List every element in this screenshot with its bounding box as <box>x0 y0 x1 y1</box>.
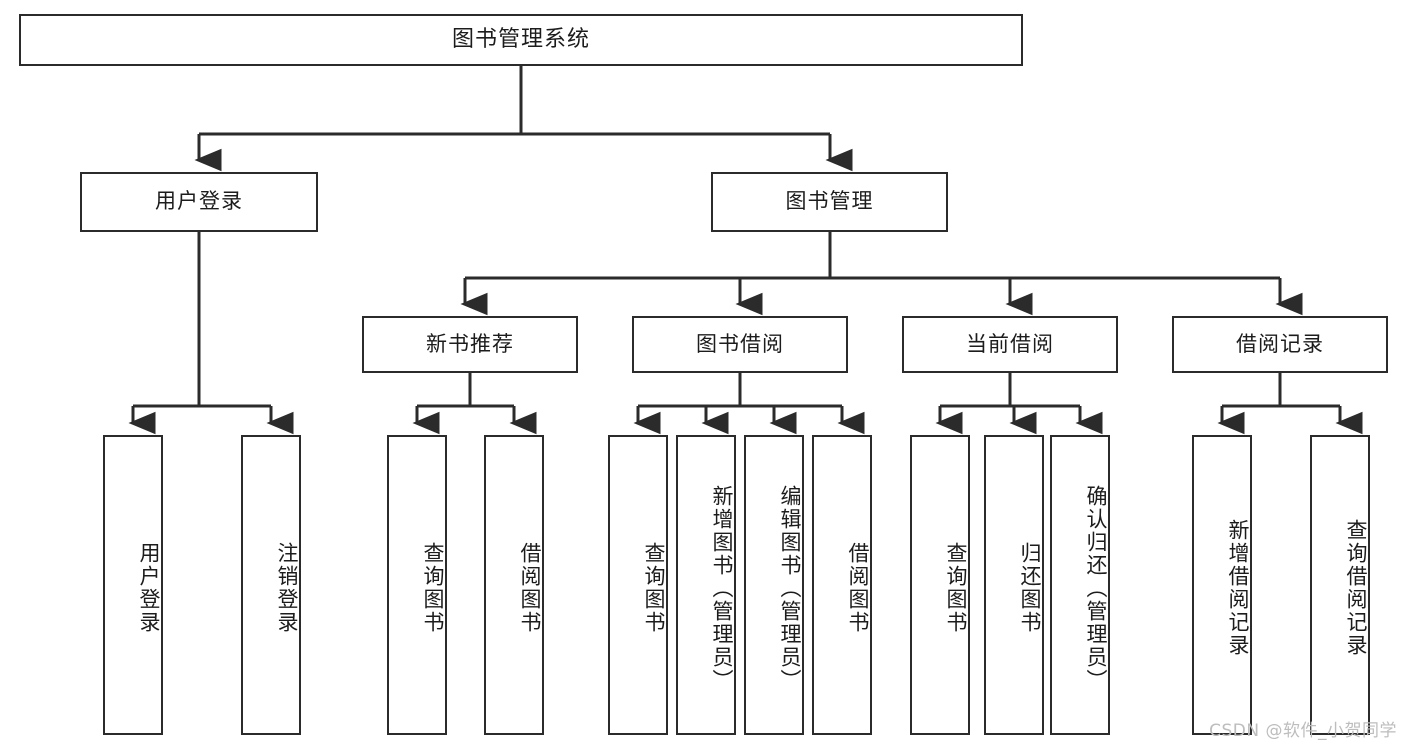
node-new-book-rec-label: 新书推荐 <box>426 331 514 356</box>
node-leaf-borrow-book-2-label: 借阅图书 <box>846 542 870 634</box>
node-leaf-query-book-1-label: 查询图书 <box>421 542 445 634</box>
node-book-borrow-label: 图书借阅 <box>696 331 784 356</box>
connector-group-borrow-record <box>1217 373 1363 435</box>
node-root[interactable]: 图书管理系统 <box>19 14 1023 66</box>
node-leaf-add-book[interactable]: 新增图书（管理员） <box>676 435 736 735</box>
node-leaf-query-record[interactable]: 查询借阅记录 <box>1310 435 1370 735</box>
node-leaf-query-record-label: 查询借阅记录 <box>1344 519 1368 657</box>
node-user-login[interactable]: 用户登录 <box>80 172 318 232</box>
node-leaf-user-logout[interactable]: 注销登录 <box>241 435 301 735</box>
node-leaf-edit-book[interactable]: 编辑图书（管理员） <box>744 435 804 735</box>
connector-group-current-borrow <box>935 373 1103 435</box>
node-new-book-rec[interactable]: 新书推荐 <box>362 316 578 373</box>
connector-group-book-borrow <box>633 373 865 435</box>
node-leaf-query-book-1[interactable]: 查询图书 <box>387 435 447 735</box>
connector-group-root <box>194 66 853 172</box>
node-book-manage[interactable]: 图书管理 <box>711 172 948 232</box>
connector-group-new-book-rec <box>412 373 537 435</box>
node-leaf-borrow-book-1[interactable]: 借阅图书 <box>484 435 544 735</box>
node-leaf-query-book-3[interactable]: 查询图书 <box>910 435 970 735</box>
node-leaf-add-book-label: 新增图书（管理员） <box>710 484 734 692</box>
node-leaf-confirm-return-label: 确认归还（管理员） <box>1084 484 1108 692</box>
node-leaf-query-book-3-label: 查询图书 <box>944 542 968 634</box>
node-leaf-query-book-2-label: 查询图书 <box>642 542 666 634</box>
node-leaf-confirm-return[interactable]: 确认归还（管理员） <box>1050 435 1110 735</box>
node-root-label: 图书管理系统 <box>451 26 590 52</box>
node-borrow-record-label: 借阅记录 <box>1236 331 1324 356</box>
node-leaf-return-book-label: 归还图书 <box>1018 542 1042 634</box>
node-leaf-borrow-book-1-label: 借阅图书 <box>518 542 542 634</box>
node-current-borrow-label: 当前借阅 <box>966 331 1054 356</box>
node-leaf-borrow-book-2[interactable]: 借阅图书 <box>812 435 872 735</box>
node-book-borrow[interactable]: 图书借阅 <box>632 316 848 373</box>
node-leaf-return-book[interactable]: 归还图书 <box>984 435 1044 735</box>
node-leaf-add-record-label: 新增借阅记录 <box>1226 519 1250 657</box>
connector-group-book-manage <box>460 232 1303 316</box>
node-leaf-user-login-label: 用户登录 <box>137 542 161 634</box>
node-current-borrow[interactable]: 当前借阅 <box>902 316 1118 373</box>
node-leaf-add-record[interactable]: 新增借阅记录 <box>1192 435 1252 735</box>
node-user-login-label: 用户登录 <box>155 189 243 214</box>
node-leaf-user-login[interactable]: 用户登录 <box>103 435 163 735</box>
node-leaf-query-book-2[interactable]: 查询图书 <box>608 435 668 735</box>
csdn-watermark: CSDN @软件_小贺同学 <box>1209 721 1397 741</box>
node-borrow-record[interactable]: 借阅记录 <box>1172 316 1388 373</box>
connector-group-user-login <box>128 232 294 435</box>
node-leaf-user-logout-label: 注销登录 <box>275 542 299 634</box>
node-book-manage-label: 图书管理 <box>785 189 874 214</box>
node-leaf-edit-book-label: 编辑图书（管理员） <box>778 484 802 692</box>
